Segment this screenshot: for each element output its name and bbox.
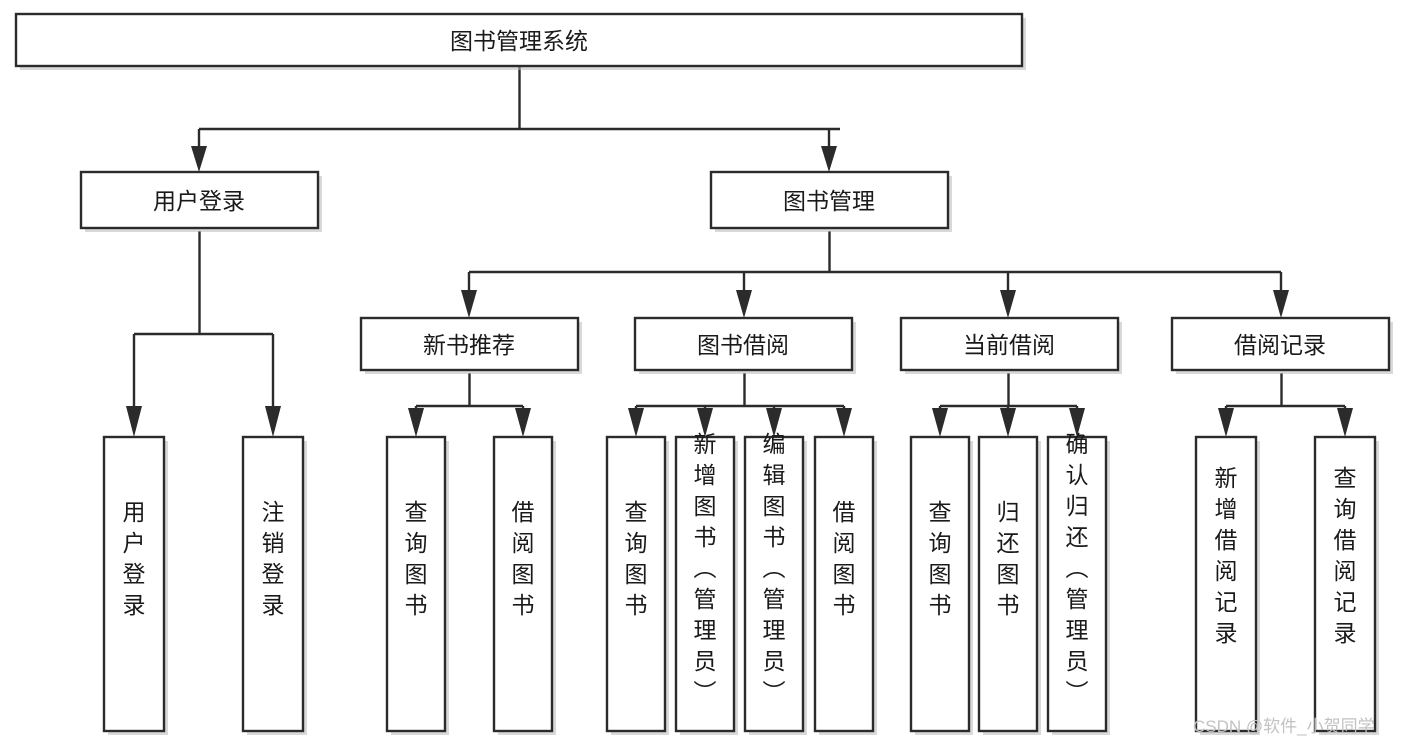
node-leaf-add-book-label: 新增图书︵管理员︶ xyxy=(694,431,717,705)
arrowhead-new-book-recommend xyxy=(461,290,477,318)
node-leaf-confirm-return-label: 确认归还︵管理员︶ xyxy=(1066,431,1089,705)
arrowhead-borrow-record xyxy=(1273,290,1289,318)
node-leaf-add-record-label: 新增借阅记录 xyxy=(1215,465,1238,646)
node-leaf-user-login-label: 用户登录 xyxy=(123,499,146,618)
csdn-watermark: CSDN @软件_小贺同学 xyxy=(1193,717,1375,736)
node-current-borrow-label: 当前借阅 xyxy=(963,332,1055,358)
node-leaf-add-record[interactable]: 新增借阅记录 xyxy=(1194,435,1260,735)
arrowhead-leaf-confirm-return xyxy=(1069,408,1085,437)
node-borrow-record-box xyxy=(1170,316,1391,372)
arrowhead-book-borrow xyxy=(736,290,752,318)
node-leaf-return-book-label: 归还图书 xyxy=(997,499,1020,618)
node-leaf-user-logout-box xyxy=(241,435,305,733)
node-root[interactable]: 图书管理系统 xyxy=(14,12,1026,70)
arrowhead-leaf-edit-book xyxy=(766,408,782,437)
node-root-box xyxy=(14,12,1024,68)
node-leaf-user-login[interactable]: 用户登录 xyxy=(102,435,168,735)
node-leaf-query-book-2-label: 查询图书 xyxy=(625,499,648,618)
node-leaf-return-book-box xyxy=(977,435,1039,733)
arrowhead-leaf-borrow-book-1 xyxy=(515,408,531,437)
node-leaf-query-book-1-label: 查询图书 xyxy=(405,499,428,618)
node-borrow-record[interactable]: 借阅记录 xyxy=(1170,316,1393,374)
node-leaf-edit-book-label: 编辑图书︵管理员︶ xyxy=(763,431,786,705)
node-leaf-add-record-box xyxy=(1194,435,1258,733)
node-leaf-user-login-box xyxy=(102,435,166,733)
node-leaf-query-book-1-box xyxy=(385,435,447,733)
node-book-borrow-box xyxy=(633,316,854,372)
node-book-management-box xyxy=(709,170,950,230)
arrowhead-leaf-add-book xyxy=(697,408,713,437)
arrowhead-leaf-query-record xyxy=(1337,408,1353,437)
node-leaf-query-book-3[interactable]: 查询图书 xyxy=(909,435,973,735)
node-leaf-borrow-book-1-label: 借阅图书 xyxy=(512,499,535,618)
node-book-borrow-label: 图书借阅 xyxy=(697,332,789,358)
node-current-borrow-box xyxy=(899,316,1120,372)
node-leaf-confirm-return-box xyxy=(1046,435,1108,733)
node-leaf-borrow-book-1-box xyxy=(492,435,554,733)
node-leaf-query-record-label: 查询借阅记录 xyxy=(1334,465,1357,646)
node-leaf-borrow-book-2-box xyxy=(813,435,875,733)
node-new-book-recommend[interactable]: 新书推荐 xyxy=(359,316,582,374)
node-leaf-edit-book[interactable]: 编辑图书︵管理员︶ xyxy=(743,431,807,735)
arrowhead-leaf-add-record xyxy=(1218,408,1234,437)
arrowhead-leaf-borrow-book-2 xyxy=(836,408,852,437)
arrowhead-leaf-query-book-3 xyxy=(932,408,948,437)
node-leaf-user-logout[interactable]: 注销登录 xyxy=(241,435,307,735)
node-leaf-query-book-2-box xyxy=(605,435,667,733)
node-leaf-add-book-box xyxy=(674,435,736,733)
arrowhead-current-borrow xyxy=(1000,290,1016,318)
node-root-label: 图书管理系统 xyxy=(450,28,588,54)
node-book-borrow[interactable]: 图书借阅 xyxy=(633,316,856,374)
node-leaf-query-record-box xyxy=(1313,435,1377,733)
node-leaf-borrow-book-2-label: 借阅图书 xyxy=(833,499,856,618)
node-leaf-query-book-2[interactable]: 查询图书 xyxy=(605,435,669,735)
node-leaf-query-book-1[interactable]: 查询图书 xyxy=(385,435,449,735)
node-user-login-label: 用户登录 xyxy=(153,188,245,214)
node-user-login-box xyxy=(79,170,320,230)
node-leaf-return-book[interactable]: 归还图书 xyxy=(977,435,1041,735)
node-user-login[interactable]: 用户登录 xyxy=(79,170,322,232)
node-current-borrow[interactable]: 当前借阅 xyxy=(899,316,1122,374)
arrowhead-leaf-user-logout xyxy=(265,406,281,437)
node-borrow-record-label: 借阅记录 xyxy=(1234,332,1326,358)
node-leaf-query-book-3-label: 查询图书 xyxy=(929,499,952,618)
node-leaf-confirm-return[interactable]: 确认归还︵管理员︶ xyxy=(1046,431,1110,735)
arrowhead-leaf-return-book xyxy=(1000,408,1016,437)
node-new-book-recommend-box xyxy=(359,316,580,372)
node-leaf-add-book[interactable]: 新增图书︵管理员︶ xyxy=(674,431,738,735)
arrowhead-book-management xyxy=(821,146,837,172)
connector-layer xyxy=(126,66,1353,437)
node-new-book-recommend-label: 新书推荐 xyxy=(423,332,515,358)
node-leaf-borrow-book-1[interactable]: 借阅图书 xyxy=(492,435,556,735)
node-leaf-query-record[interactable]: 查询借阅记录 xyxy=(1313,435,1379,735)
node-leaf-query-book-3-box xyxy=(909,435,971,733)
node-leaf-edit-book-box xyxy=(743,435,805,733)
arrowhead-leaf-query-book-1 xyxy=(408,408,424,437)
node-book-management[interactable]: 图书管理 xyxy=(709,170,952,232)
node-leaf-user-logout-label: 注销登录 xyxy=(262,499,285,618)
arrowhead-leaf-user-login xyxy=(126,406,142,437)
arrowhead-user-login xyxy=(191,146,207,172)
node-leaf-borrow-book-2[interactable]: 借阅图书 xyxy=(813,435,877,735)
node-book-management-label: 图书管理 xyxy=(783,188,875,214)
arrowhead-leaf-query-book-2 xyxy=(628,408,644,437)
